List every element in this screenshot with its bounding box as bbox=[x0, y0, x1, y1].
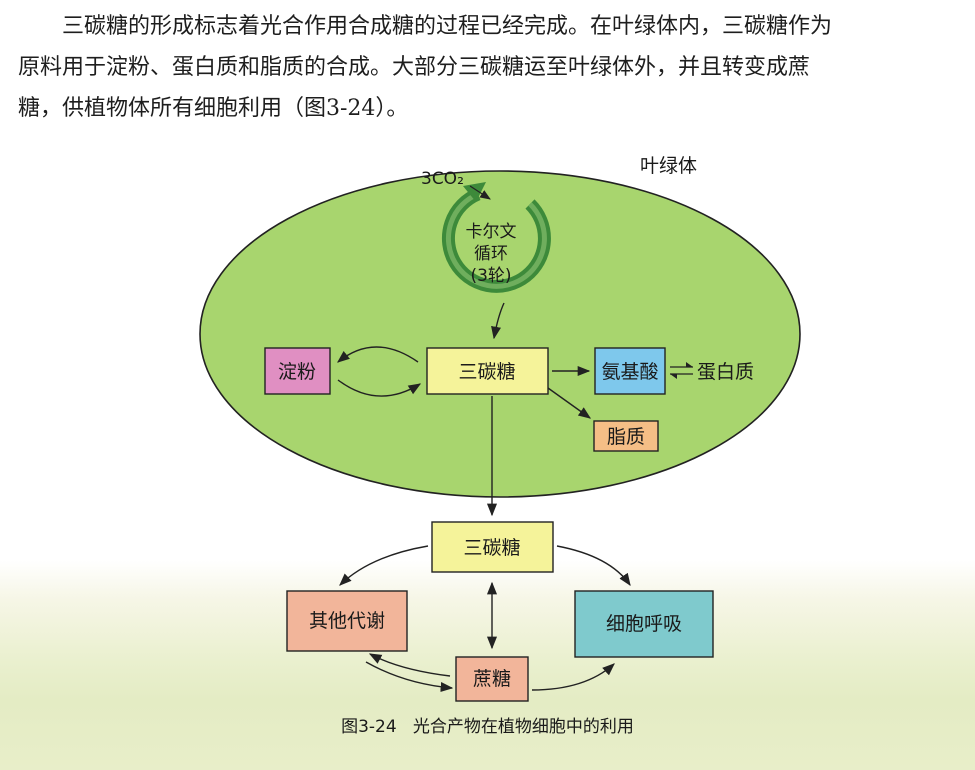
chloroplast-ellipse bbox=[199, 170, 801, 498]
co2-label: 3CO₂ bbox=[421, 169, 464, 189]
calvin-label-line1: 卡尔文 bbox=[466, 222, 517, 242]
other-metabolism-box bbox=[286, 590, 408, 652]
triose-inner-label: 三碳糖 bbox=[458, 361, 515, 383]
triose-to-other-arrow bbox=[339, 545, 429, 586]
calvin-label-line2: 循环 bbox=[474, 244, 508, 264]
sucrose-to-other-arrow bbox=[368, 653, 451, 677]
lipid-box bbox=[593, 420, 659, 452]
sucrose-to-respiration-arrow bbox=[531, 663, 615, 691]
calvin-cycle-arrow bbox=[441, 182, 551, 293]
cycle-to-triose-arrow bbox=[491, 302, 505, 340]
other-to-sucrose-arrow bbox=[365, 661, 454, 693]
paragraph-line-2: 原料用于淀粉、蛋白质和脂质的合成。大部分三碳糖运至叶绿体外，并且转变成蔗 bbox=[18, 55, 811, 80]
amino-acid-label: 氨基酸 bbox=[601, 361, 658, 383]
sucrose-label: 蔗糖 bbox=[473, 668, 511, 690]
lipid-label: 脂质 bbox=[607, 426, 645, 448]
triose-outer-label: 三碳糖 bbox=[463, 537, 520, 559]
starch-label: 淀粉 bbox=[278, 361, 316, 383]
chloroplast-label: 叶绿体 bbox=[640, 155, 697, 177]
triose-to-starch-arrow bbox=[337, 346, 419, 363]
triose-to-lipid-arrow bbox=[547, 387, 592, 419]
amino-protein-reversible-arrow bbox=[670, 362, 693, 379]
triose-outer-box bbox=[431, 521, 554, 573]
triose-to-respiration-arrow bbox=[556, 545, 631, 587]
intro-paragraph: 三碳糖的形成标志着光合作用合成糖的过程已经完成。在叶绿体内，三碳糖作为 原料用于… bbox=[18, 6, 963, 129]
protein-label: 蛋白质 bbox=[697, 361, 754, 383]
starch-to-triose-arrow bbox=[337, 379, 422, 397]
respiration-label: 细胞呼吸 bbox=[606, 613, 682, 635]
triose-inner-box bbox=[426, 347, 549, 395]
paragraph-line-1: 三碳糖的形成标志着光合作用合成糖的过程已经完成。在叶绿体内，三碳糖作为 bbox=[62, 14, 833, 39]
co2-arrow bbox=[469, 185, 491, 200]
starch-box bbox=[264, 347, 331, 395]
figure-caption: 图3-24 光合产物在植物细胞中的利用 bbox=[341, 717, 634, 737]
other-metabolism-label: 其他代谢 bbox=[309, 610, 385, 632]
respiration-box bbox=[574, 590, 714, 658]
sucrose-box bbox=[455, 656, 529, 702]
amino-acid-box bbox=[594, 347, 666, 395]
paragraph-line-3: 糖，供植物体所有细胞利用（图3-24）。 bbox=[18, 96, 409, 121]
calvin-label-line3: (3轮) bbox=[470, 266, 511, 286]
